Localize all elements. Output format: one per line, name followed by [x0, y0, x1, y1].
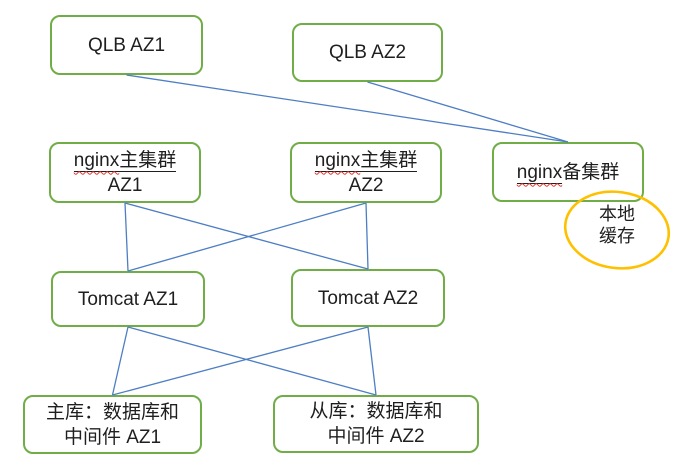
- connector-line: [111, 326, 129, 396]
- connector-line: [124, 202, 129, 272]
- node-label-line1: 主库：数据库和: [45, 401, 179, 423]
- node-qlb-az2: QLB AZ2: [292, 23, 443, 82]
- node-nginx-backup-cluster: nginx备集群: [492, 142, 644, 202]
- node-label: QLB AZ1: [87, 34, 166, 56]
- node-label-line1: 从库：数据库和: [309, 401, 443, 422]
- misspelled-word: nginx: [73, 149, 120, 171]
- node-label-cjk: 备集群: [562, 161, 620, 183]
- connector-line: [367, 326, 377, 396]
- node-qlb-az1: QLB AZ1: [50, 15, 203, 75]
- connector-lines: [111, 74, 569, 396]
- node-label-cjk: 主集群: [119, 149, 177, 171]
- annotation-line2: 缓存: [599, 226, 635, 246]
- node-label-line1: nginx主集群: [73, 148, 177, 173]
- connector-line: [112, 326, 369, 396]
- connector-line: [124, 202, 369, 270]
- node-label: nginx备集群: [516, 160, 620, 185]
- node-label-line1: nginx主集群: [314, 148, 418, 173]
- node-tomcat-az2: Tomcat AZ2: [291, 269, 445, 327]
- connector-line: [127, 326, 377, 396]
- connector-line: [127, 202, 367, 272]
- annotation-line1: 本地: [599, 204, 635, 224]
- node-label-line2: 中间件 AZ1: [63, 426, 162, 448]
- misspelled-word: nginx: [314, 149, 361, 171]
- node-tomcat-az1: Tomcat AZ1: [51, 271, 205, 327]
- connector-line: [126, 74, 569, 143]
- connector-line: [367, 81, 569, 143]
- node-label: QLB AZ2: [328, 42, 407, 63]
- node-label-cjk: 主集群: [360, 149, 418, 171]
- node-nginx-primary-cluster-az1: nginx主集群 AZ1: [49, 142, 201, 203]
- node-label-line2: AZ1: [107, 174, 143, 196]
- node-nginx-primary-cluster-az2: nginx主集群 AZ2: [290, 142, 442, 203]
- node-replica-db-middleware-az2: 从库：数据库和 中间件 AZ2: [273, 395, 479, 453]
- node-label: Tomcat AZ1: [77, 288, 179, 310]
- misspelled-word: nginx: [516, 161, 563, 184]
- connector-line: [365, 202, 369, 270]
- node-label: Tomcat AZ2: [317, 287, 419, 309]
- node-label-line2: 中间件 AZ2: [327, 426, 425, 447]
- node-label-line2: AZ2: [348, 174, 384, 196]
- node-primary-db-middleware-az1: 主库：数据库和 中间件 AZ1: [23, 395, 202, 454]
- local-cache-annotation-text: 本地 缓存: [574, 203, 660, 247]
